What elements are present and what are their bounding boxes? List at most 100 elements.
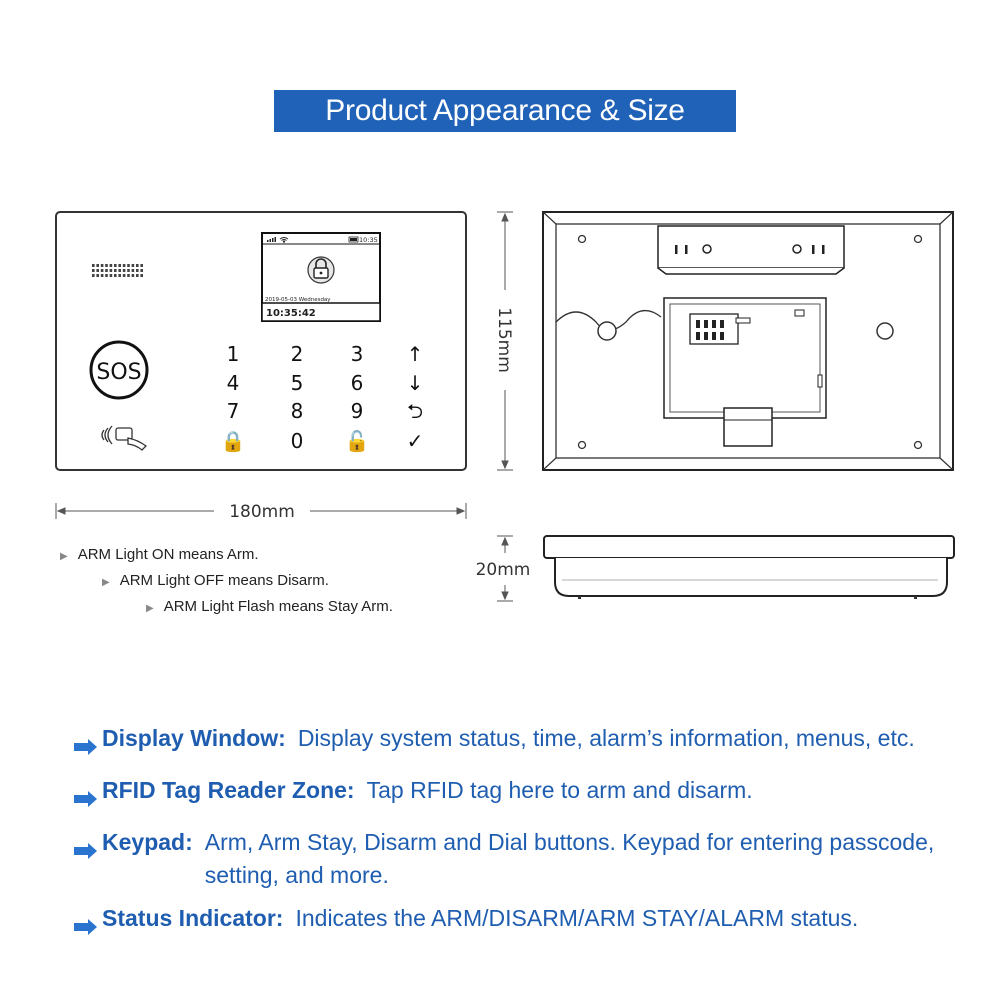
confirm-check-icon[interactable]: ✓ <box>407 429 424 453</box>
grille-hole <box>131 264 135 267</box>
corner-screws <box>577 234 923 450</box>
grille-hole <box>131 274 135 277</box>
mounting-bracket <box>657 225 845 275</box>
grille-hole <box>100 269 104 272</box>
feature-item: Status Indicator: Indicates the ARM/DISA… <box>72 902 972 944</box>
unlock-key-icon[interactable]: 🔓 <box>345 429 370 453</box>
screen-date: 2019-05-03 Wednesday <box>265 297 331 303</box>
keypad: 1 2 3 ↑ 4 5 6 ↓ 7 8 9 ⮌ 🔒 0 🔓 ✓ <box>221 342 424 453</box>
grille-hole <box>100 264 104 267</box>
grille-hole <box>109 269 113 272</box>
side-view <box>543 535 955 599</box>
return-icon[interactable]: ⮌ <box>407 399 423 423</box>
grille-hole <box>127 274 130 277</box>
arrow-icon <box>72 902 102 944</box>
depth-label: 20mm <box>476 560 531 580</box>
grille-hole <box>114 274 117 277</box>
grille-hole <box>118 274 121 277</box>
feature-item: RFID Tag Reader Zone: Tap RFID tag here … <box>72 774 972 816</box>
grille-hole <box>96 274 99 277</box>
grille-hole <box>96 269 99 272</box>
feature-label: RFID Tag Reader Zone: <box>102 777 355 803</box>
grille-hole <box>114 264 117 267</box>
grille-hole <box>140 269 143 272</box>
wifi-icon <box>279 237 289 243</box>
lock-icon <box>307 256 335 284</box>
grille-hole <box>92 264 95 267</box>
note-item: ▶ ARM Light ON means Arm. <box>60 542 393 568</box>
key-5[interactable]: 5 <box>291 371 304 395</box>
width-dimension <box>55 503 467 519</box>
grille-hole <box>140 264 143 267</box>
feature-desc: Indicates the ARM/DISARM/ARM STAY/ALARM … <box>295 905 859 931</box>
key-1[interactable]: 1 <box>227 342 240 366</box>
signal-icon <box>267 237 276 242</box>
battery-icon <box>348 236 359 243</box>
width-label: 180mm <box>229 502 295 522</box>
arrow-down-icon[interactable]: ↓ <box>407 371 424 395</box>
arrow-up-icon[interactable]: ↑ <box>407 342 424 366</box>
grille-hole <box>105 264 108 267</box>
grille-hole <box>118 264 121 267</box>
grille-hole <box>92 274 95 277</box>
speaker-grille-icon <box>92 264 143 277</box>
bullet-triangle-icon: ▶ <box>102 577 110 588</box>
feature-label: Display Window: <box>102 725 286 751</box>
grille-hole <box>127 269 130 272</box>
battery-switch <box>723 407 773 447</box>
grille-hole <box>100 274 104 277</box>
grille-hole <box>96 264 99 267</box>
sos-button[interactable]: SOS <box>89 340 149 400</box>
feature-item: Keypad: Arm, Arm Stay, Disarm and Dial b… <box>72 826 972 892</box>
grille-hole <box>105 269 108 272</box>
note-text: ARM Light Flash means Stay Arm. <box>163 598 393 615</box>
key-4[interactable]: 4 <box>227 371 240 395</box>
grille-hole <box>131 269 135 272</box>
grille-hole <box>92 269 95 272</box>
grille-hole <box>136 274 139 277</box>
feature-list: Display Window: Display system status, t… <box>72 722 972 954</box>
grille-hole <box>122 269 126 272</box>
note-text: ARM Light ON means Arm. <box>77 546 259 563</box>
screen-time: 10:35:42 <box>266 308 316 319</box>
display-window: 10:35 2019-05-03 Wednesday 10:35:42 <box>261 232 381 322</box>
feature-desc: Tap RFID tag here to arm and disarm. <box>366 777 753 803</box>
key-7[interactable]: 7 <box>227 399 240 423</box>
back-view <box>542 211 954 471</box>
product-diagram: 10:35 2019-05-03 Wednesday 10:35:42 SOS … <box>55 211 955 602</box>
front-view: 10:35 2019-05-03 Wednesday 10:35:42 SOS … <box>55 211 467 471</box>
sim-compartment <box>663 297 827 419</box>
feature-desc: Arm, Arm Stay, Disarm and Dial buttons. … <box>204 829 935 888</box>
height-label: 115mm <box>494 307 514 373</box>
grille-hole <box>127 264 130 267</box>
rfid-reader-icon <box>101 425 147 451</box>
grille-hole <box>105 274 108 277</box>
screw-hole <box>597 321 617 341</box>
grille-hole <box>136 269 139 272</box>
feature-desc: Display system status, time, alarm’s inf… <box>297 725 915 751</box>
arrow-icon <box>72 722 102 764</box>
arrow-icon <box>72 774 102 816</box>
sos-label: SOS <box>96 360 141 385</box>
grille-hole <box>136 264 139 267</box>
grille-hole <box>109 264 113 267</box>
bullet-triangle-icon: ▶ <box>146 603 154 614</box>
depth-dimension <box>497 535 513 602</box>
feature-label: Status Indicator: <box>102 905 284 931</box>
lock-key-icon[interactable]: 🔒 <box>221 429 246 453</box>
grille-hole <box>122 274 126 277</box>
key-8[interactable]: 8 <box>291 399 304 423</box>
key-6[interactable]: 6 <box>351 371 364 395</box>
key-0[interactable]: 0 <box>291 429 304 453</box>
key-9[interactable]: 9 <box>351 399 364 423</box>
height-dimension <box>497 211 513 471</box>
bullet-triangle-icon: ▶ <box>60 551 68 562</box>
grille-hole <box>118 269 121 272</box>
key-3[interactable]: 3 <box>351 342 364 366</box>
grille-hole <box>109 274 113 277</box>
feature-label: Keypad: <box>102 829 193 855</box>
arrow-icon <box>72 826 102 868</box>
page-title: Product Appearance & Size <box>325 94 685 127</box>
screw-hole <box>876 322 894 340</box>
key-2[interactable]: 2 <box>291 342 304 366</box>
